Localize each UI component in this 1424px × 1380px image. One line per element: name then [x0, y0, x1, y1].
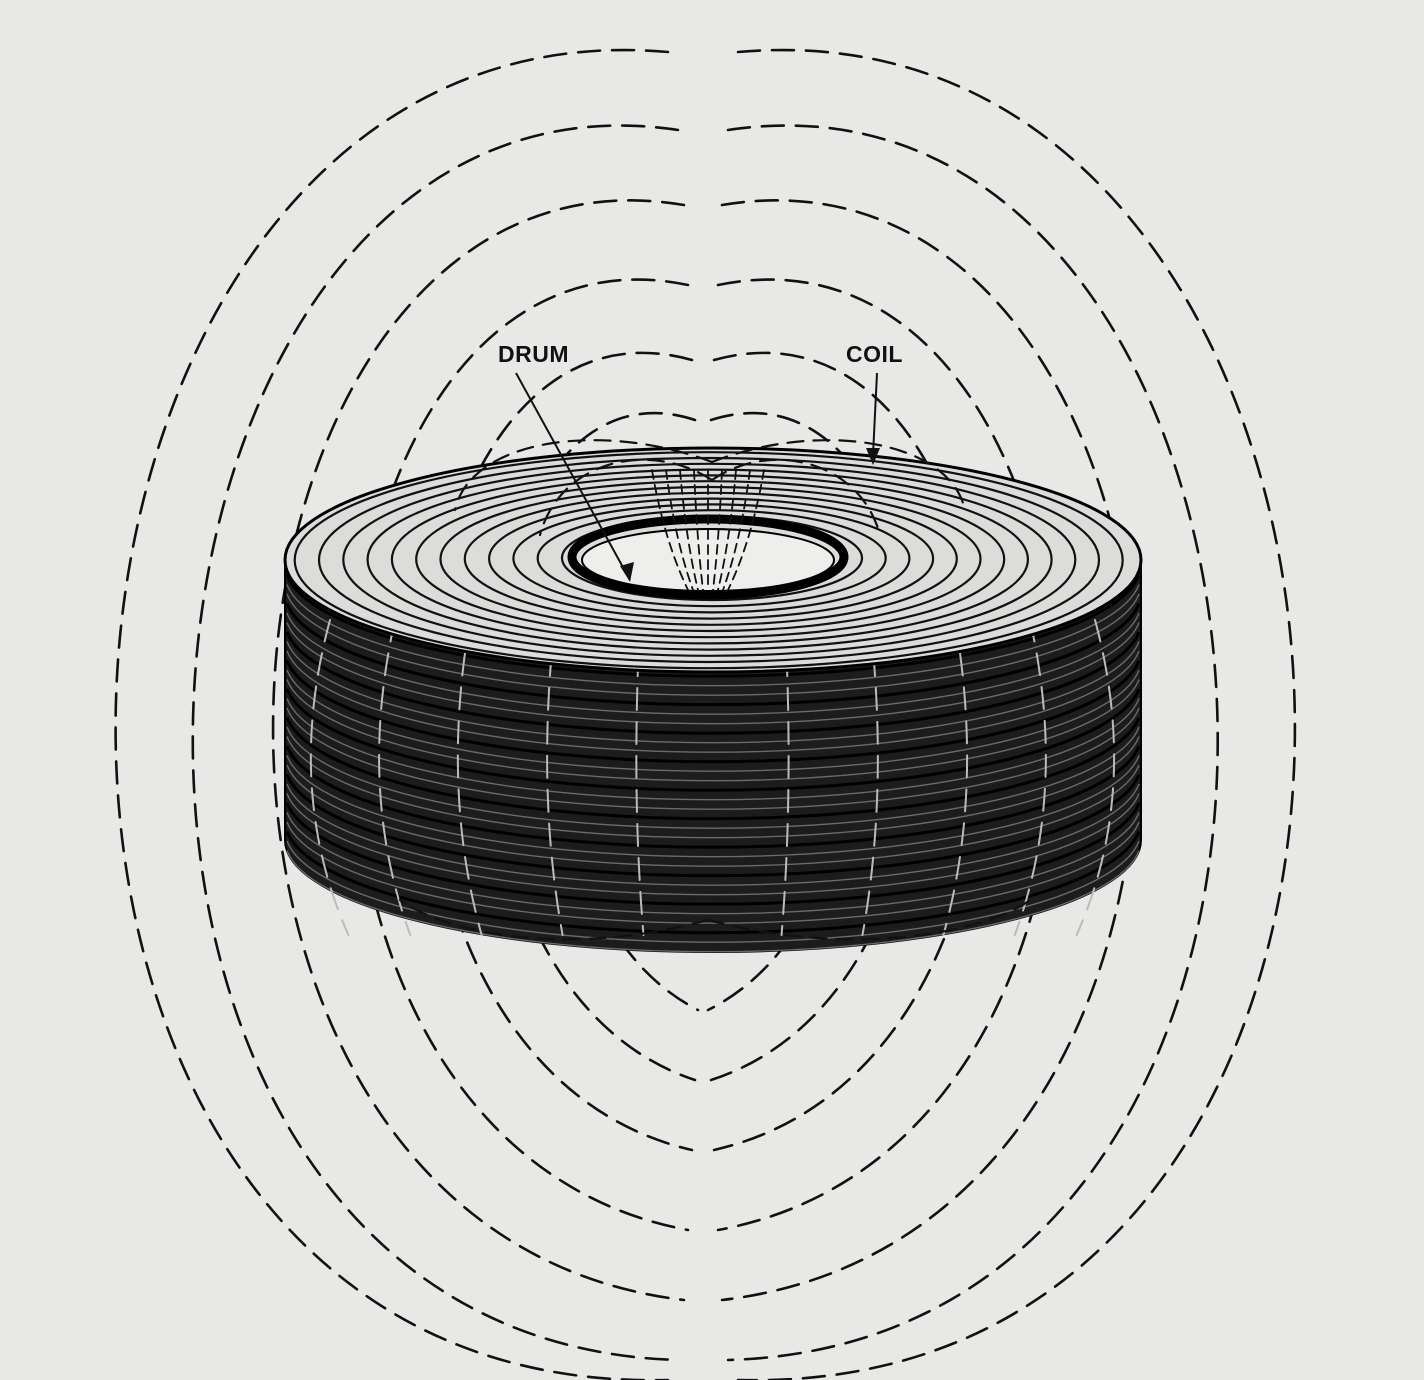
side-winding-25 — [285, 802, 1141, 906]
over-coil-field-line-1 — [453, 439, 714, 512]
side-winding-18 — [286, 736, 1140, 839]
top-winding-8 — [390, 474, 1030, 645]
field-line-right-2 — [726, 124, 1220, 1362]
side-winding-4 — [285, 602, 1141, 707]
top-winding-10 — [342, 462, 1077, 657]
field-line-right-1 — [736, 48, 1297, 1380]
side-winding-3 — [286, 593, 1140, 696]
drum-leader-line — [515, 372, 631, 581]
coil-leader-arrowhead — [866, 448, 880, 465]
inner-field-line-4 — [693, 469, 704, 591]
side-field-line-2 — [378, 619, 412, 936]
top-winding-3 — [512, 503, 911, 614]
coil-leader-line — [872, 372, 878, 456]
top-winding-6 — [439, 485, 982, 633]
over-coil-field-line-6 — [706, 898, 1032, 941]
over-coil-field-line-3 — [538, 458, 714, 537]
inner-field-line-7 — [717, 469, 737, 591]
side-winding-13 — [285, 688, 1141, 792]
side-winding-11 — [286, 669, 1140, 772]
side-winding-17 — [286, 726, 1140, 829]
inner-field-line-8 — [722, 469, 751, 591]
side-field-line-9 — [1013, 619, 1047, 936]
top-winding-2 — [536, 509, 887, 608]
side-winding-19 — [285, 745, 1141, 849]
side-winding-26 — [286, 812, 1140, 915]
side-winding-14 — [286, 698, 1140, 801]
inner-field-line-9 — [727, 469, 765, 591]
side-winding-12 — [286, 679, 1140, 782]
inner-field-line-2 — [665, 469, 694, 591]
side-winding-8 — [286, 641, 1140, 744]
field-line-left-2 — [191, 124, 680, 1362]
side-winding-28 — [285, 830, 1141, 935]
drum-label: DRUM — [498, 341, 569, 367]
over-coil-field-line-5 — [398, 898, 710, 941]
side-winding-16 — [285, 716, 1141, 821]
side-field-line-10 — [1075, 619, 1116, 936]
coil-top-windings — [293, 451, 1124, 670]
field-line-left-1 — [114, 48, 670, 1380]
side-winding-29 — [286, 840, 1140, 943]
side-winding-15 — [286, 707, 1140, 810]
side-winding-27 — [286, 821, 1140, 924]
side-winding-1 — [285, 574, 1141, 678]
coil-label: COIL — [846, 341, 903, 367]
side-winding-24 — [286, 793, 1140, 896]
side-winding-2 — [286, 584, 1140, 687]
side-winding-9 — [286, 650, 1140, 753]
side-field-line-3 — [456, 619, 483, 936]
inner-field-lines — [651, 469, 765, 591]
side-winding-10 — [285, 659, 1141, 764]
side-winding-23 — [286, 783, 1140, 886]
inner-field-line-1 — [651, 469, 689, 591]
side-winding-5 — [286, 612, 1140, 715]
over-coil-field-line-4 — [710, 458, 882, 537]
field-line-right-4 — [716, 278, 1059, 1232]
top-winding-4 — [487, 497, 935, 620]
drum-leader-arrowhead — [620, 562, 634, 582]
top-winding-12 — [293, 451, 1124, 670]
side-winding-30 — [286, 850, 1140, 953]
side-winding-22 — [285, 773, 1141, 878]
side-winding-7 — [285, 631, 1141, 735]
top-winding-11 — [317, 456, 1101, 664]
top-winding-9 — [366, 468, 1053, 651]
side-field-line-1 — [309, 619, 350, 936]
side-field-line-8 — [942, 619, 969, 936]
inner-field-line-3 — [679, 469, 699, 591]
top-winding-7 — [415, 480, 1006, 639]
side-winding-6 — [286, 622, 1140, 725]
field-line-left-3 — [271, 199, 686, 1302]
coil-body — [283, 446, 1143, 953]
inner-field-line-6 — [712, 469, 723, 591]
side-winding-21 — [286, 764, 1140, 867]
coil-side-windings — [285, 574, 1141, 953]
top-winding-5 — [463, 491, 958, 626]
side-winding-20 — [286, 755, 1140, 858]
